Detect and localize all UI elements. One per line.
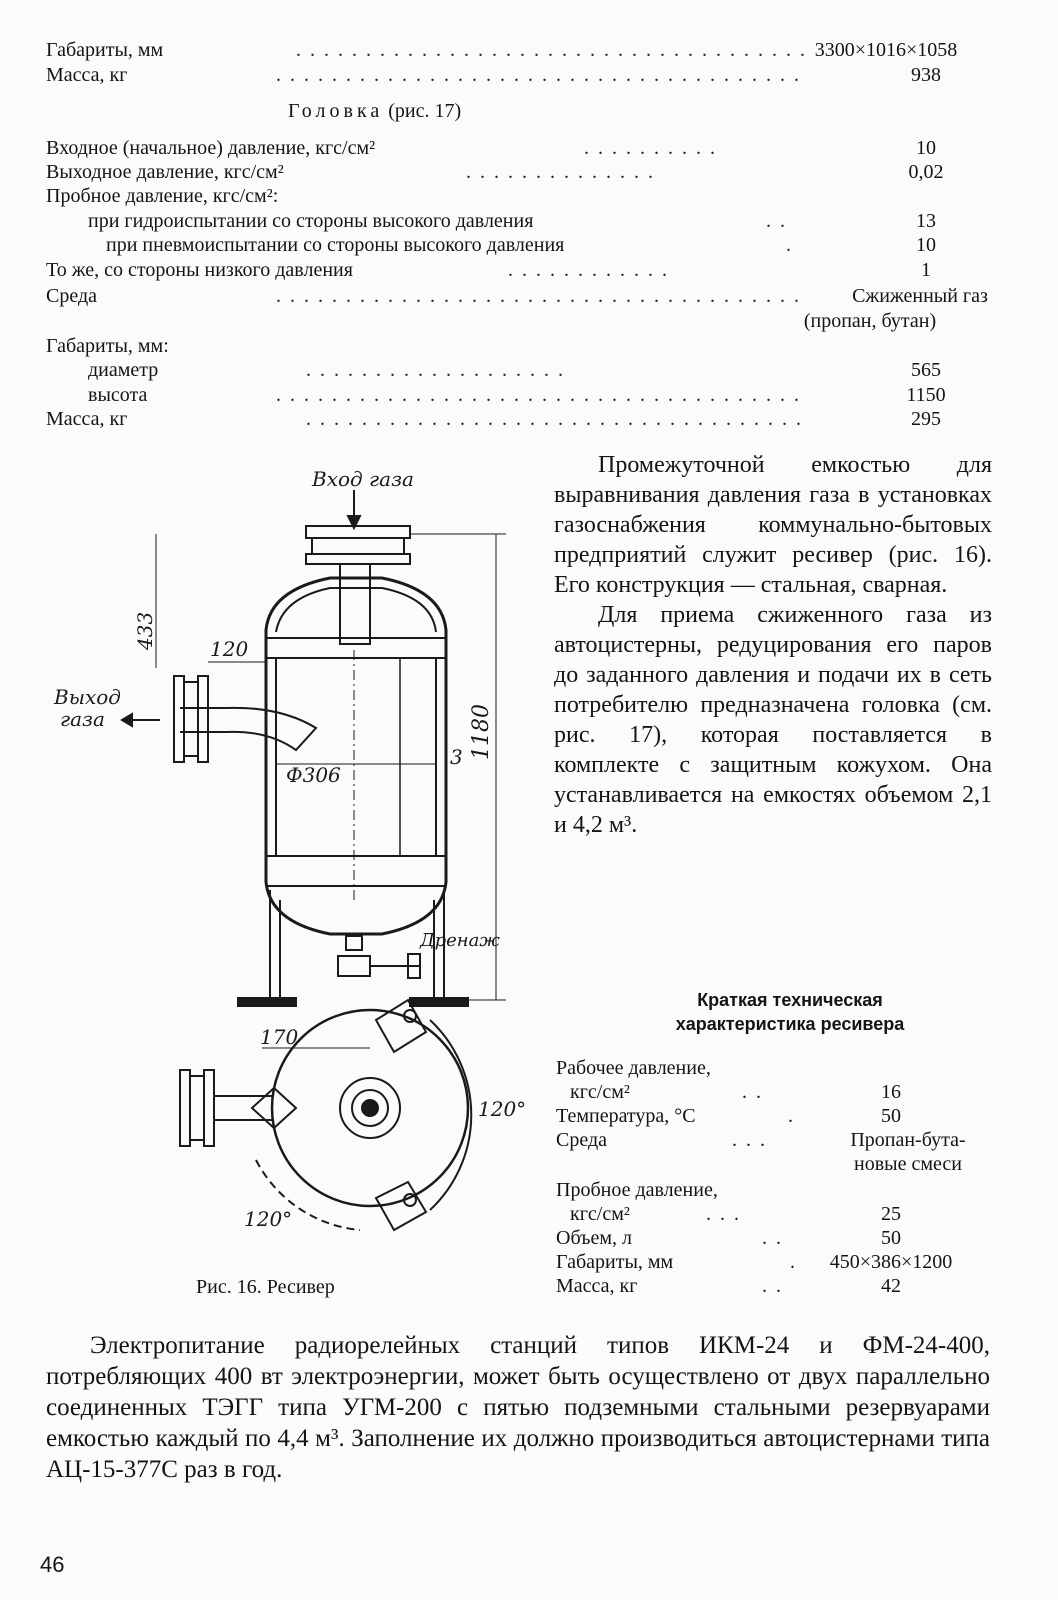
- table-row: Рабочее давление,: [556, 1057, 711, 1079]
- table-row: кгс/см² ... 25: [570, 1203, 901, 1225]
- angle-arc: [429, 1019, 473, 1211]
- foot: [409, 997, 469, 1007]
- label-dim-306: Ф306: [286, 763, 341, 787]
- receiver-drawing: Вход газа Выход газа Дренаж 433 120 1180…: [53, 467, 526, 1232]
- outlet-flange: [183, 681, 199, 757]
- inlet-flange: [305, 553, 411, 565]
- table-row: Среда ... Пропан-бута-: [556, 1129, 966, 1151]
- drain-valve: [345, 935, 363, 951]
- section-title-head: Головка (рис. 17): [288, 100, 462, 122]
- label-dim-3: 3: [450, 745, 463, 769]
- plan-flange: [179, 1069, 191, 1147]
- plan-inner-circle: [351, 1089, 389, 1127]
- inlet-flange: [311, 537, 405, 555]
- table-row: Габариты, мм . 450×386×1200: [556, 1251, 953, 1273]
- inlet-arrow-head: [346, 515, 362, 531]
- drain-valve: [337, 955, 371, 977]
- vessel-inner: [275, 587, 437, 633]
- label-angle: 120°: [244, 1207, 292, 1231]
- spec-row-dimensions: Габариты, мм ...........................…: [46, 38, 984, 63]
- head-row: (пропан, бутан): [803, 310, 937, 332]
- table-row: Температура, °С . 50: [556, 1105, 901, 1127]
- label-dim-120: 120: [210, 637, 248, 661]
- inlet-flange: [305, 525, 411, 539]
- page-number: 46: [40, 1552, 65, 1577]
- outlet-flange: [173, 675, 185, 763]
- table-title: характеристика ресивера: [675, 1014, 905, 1034]
- table-row: Пробное давление,: [556, 1179, 718, 1201]
- table-row: Объем, л .. 50: [556, 1227, 901, 1249]
- head-row: Среда ..................................…: [46, 285, 988, 307]
- drain-handle: [407, 953, 421, 979]
- paragraph-power: Электропитание радиорелейных станций тип…: [46, 1332, 990, 1483]
- outlet-pipe: [180, 706, 318, 752]
- plan-lug: [374, 1180, 428, 1232]
- vessel-shell: [264, 576, 448, 936]
- spec-value: 3300×1016×1058: [814, 39, 958, 61]
- outlet-arrow-head: [120, 712, 133, 728]
- head-row: при пневмоиспытании со стороны высокого …: [106, 234, 936, 256]
- label-drain: Дренаж: [419, 930, 500, 951]
- plan-lug: [374, 998, 428, 1054]
- table-row: кгс/см² .. 16: [570, 1081, 901, 1103]
- inlet-pipe: [339, 563, 371, 645]
- figure-caption: Рис. 16. Ресивер: [196, 1276, 335, 1298]
- table-title: Краткая техническая: [697, 990, 883, 1010]
- head-row: То же, со стороны низкого давления .....…: [46, 259, 931, 281]
- label-dim-170: 170: [260, 1025, 298, 1049]
- label-dim-433: 433: [133, 612, 157, 651]
- head-row: при гидроиспытании со стороны высокого д…: [88, 210, 936, 232]
- spec-value: 938: [911, 64, 941, 86]
- label-gas-out: Выход: [53, 685, 121, 709]
- paragraph-receiver: Промежуточной емкостью для выравнивания …: [554, 452, 992, 598]
- head-row: Габариты, мм:: [46, 335, 169, 357]
- body-text-bottom: Электропитание радиорелейных станций тип…: [46, 1330, 990, 1485]
- plan-lug: [250, 1086, 298, 1130]
- spec-row-mass: Масса, кг ..............................…: [46, 63, 984, 88]
- head-row: Выходное давление, кгс/см² .............…: [46, 161, 944, 183]
- spec-label: Габариты, мм: [46, 39, 164, 61]
- head-row: Входное (начальное) давление, кгс/см² ..…: [46, 137, 936, 159]
- label-gas-out: газа: [60, 707, 105, 731]
- angle-arc: [255, 1159, 361, 1231]
- spec-label: Масса, кг: [46, 64, 128, 86]
- paragraph-head: Для приема сжиженного газа из автоцистер…: [554, 602, 992, 838]
- leader-dots: .......................................: [276, 64, 806, 86]
- plan-hole: [403, 1193, 417, 1207]
- plan-flange: [189, 1075, 205, 1141]
- label-dim-1180: 1180: [469, 704, 494, 760]
- plan-inner-circle: [339, 1077, 401, 1139]
- outlet-flange: [197, 675, 209, 763]
- table-row: Масса, кг .. 42: [556, 1275, 901, 1297]
- leader-dots: .......................................: [296, 39, 806, 61]
- body-text-right: Промежуточной емкостью для выравнивания …: [554, 450, 992, 840]
- plan-circle: [270, 1008, 470, 1208]
- head-row: Пробное давление, кгс/см²:: [46, 185, 279, 207]
- table-row: новые смеси: [854, 1153, 962, 1175]
- head-row: Масса, кг ..............................…: [46, 408, 941, 430]
- label-gas-in: Вход газа: [311, 467, 414, 491]
- head-row: высота .................................…: [88, 384, 946, 406]
- label-angle: 120°: [478, 1097, 526, 1121]
- plan-center: [361, 1099, 379, 1117]
- head-row: диаметр ................... 565: [88, 359, 941, 381]
- foot: [237, 997, 297, 1007]
- plan-hole: [403, 1009, 417, 1023]
- plan-flange: [203, 1069, 215, 1147]
